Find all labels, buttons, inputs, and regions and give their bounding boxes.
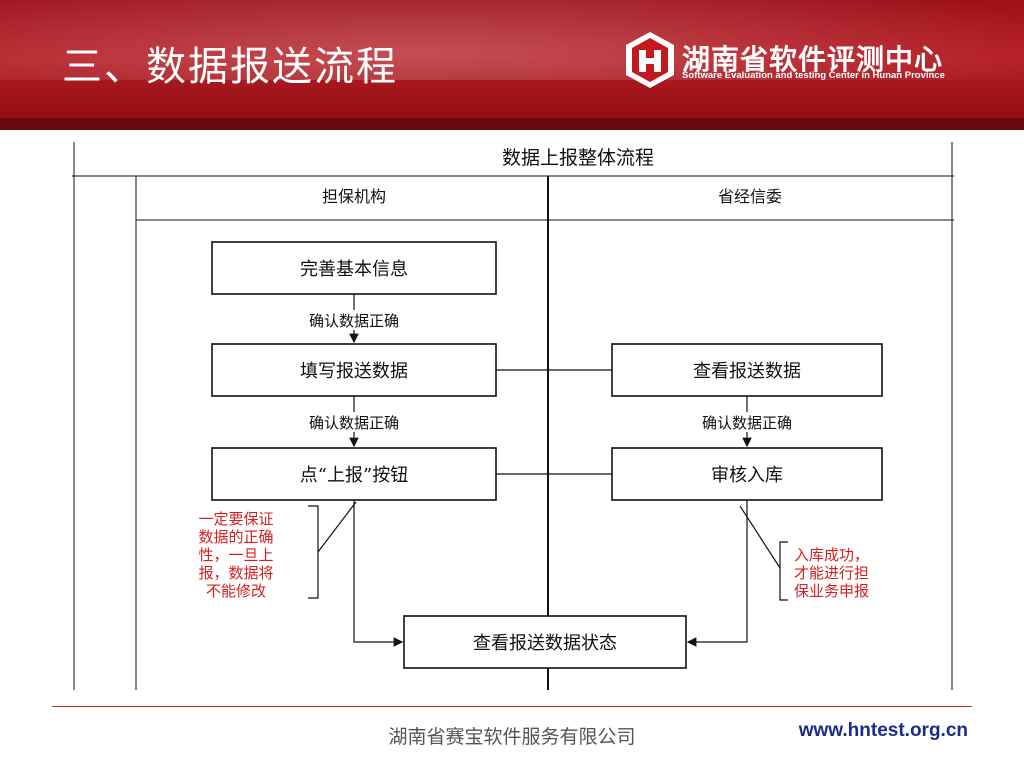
note-right: 入库成功， 才能进行担 保业务申报 — [794, 546, 869, 600]
edge-label-confirm-2: 确认数据正确 — [309, 414, 399, 432]
logo-name: 湖南省软件评测中心 — [682, 43, 944, 76]
step-box-status — [403, 615, 687, 669]
note-right-line-1: 入库成功， — [794, 546, 869, 564]
footer-divider — [52, 706, 972, 707]
footer-url-link[interactable]: www.hntest.org.cn — [798, 720, 968, 741]
banner-shine — [0, 0, 1024, 80]
step-box-review — [611, 447, 883, 501]
note-left-line-4: 报，数据将 — [198, 564, 273, 582]
lane-label-commission: 省经信委 — [718, 187, 782, 206]
note-left: 一定要保证 数据的正确 性，一旦上 报，数据将 不能修改 — [198, 510, 273, 600]
page-title: 三、数据报送流程 — [62, 44, 398, 90]
step-box-info — [211, 241, 497, 295]
edge-label-confirm-3: 确认数据正确 — [702, 414, 792, 432]
logo-subtitle: Software Evaluation and testing Center i… — [682, 70, 945, 81]
step-view-label: 查看报送数据 — [693, 361, 801, 382]
step-box-submit — [211, 447, 497, 501]
note-right-line-2: 才能进行担 — [794, 564, 869, 582]
step-review-label: 审核入库 — [711, 465, 783, 486]
note-left-line-5: 不能修改 — [206, 582, 266, 600]
flow-diagram: 数据上报整体流程 担保机构 省经信委 完善基本信息 填写报送数据 点“上报”按钮… — [72, 142, 954, 690]
step-box-view — [611, 343, 883, 397]
step-submit-label: 点“上报”按钮 — [300, 465, 408, 486]
lane-label-guarantor: 担保机构 — [322, 187, 386, 206]
logo-icon — [626, 32, 674, 88]
header-banner — [0, 0, 1024, 130]
step-fill-label: 填写报送数据 — [300, 361, 408, 382]
banner-stripe — [0, 118, 1024, 130]
footer-company: 湖南省赛宝软件服务有限公司 — [388, 726, 636, 748]
note-right-line-3: 保业务申报 — [794, 582, 869, 600]
step-info-label: 完善基本信息 — [300, 259, 408, 280]
note-left-line-1: 一定要保证 — [198, 510, 273, 528]
note-left-line-2: 数据的正确 — [198, 528, 273, 546]
step-status-label: 查看报送数据状态 — [473, 633, 617, 654]
note-left-line-3: 性，一旦上 — [198, 546, 273, 564]
edge-label-confirm-1: 确认数据正确 — [309, 312, 399, 330]
diagram-title: 数据上报整体流程 — [502, 147, 654, 169]
